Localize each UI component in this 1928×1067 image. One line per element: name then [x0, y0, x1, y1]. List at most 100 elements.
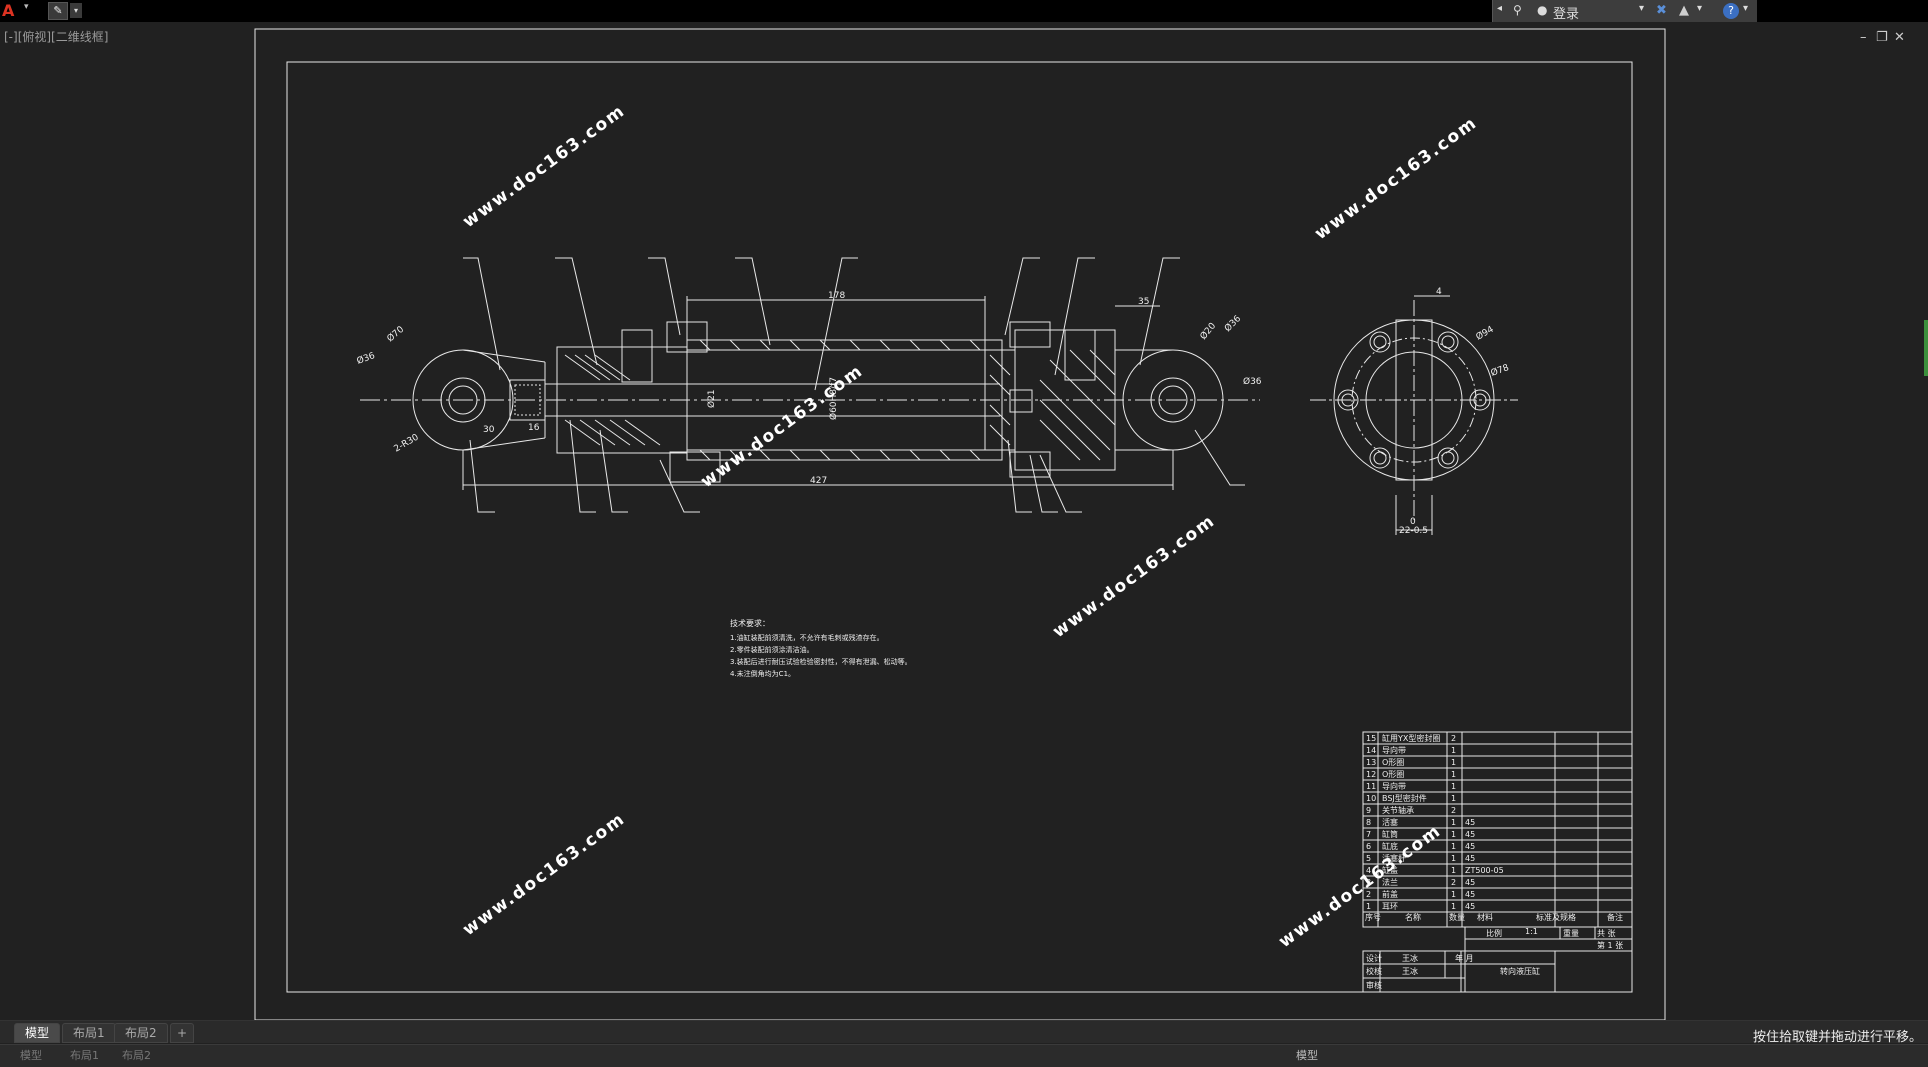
exchange-icon[interactable]: ✖ — [1656, 3, 1667, 18]
login-dropdown-icon[interactable]: ▾ — [1639, 3, 1645, 14]
check-label: 校核 — [1366, 966, 1382, 976]
quick-access-edit-icon[interactable]: ✎ — [48, 2, 68, 20]
model-space-button[interactable]: 模型 — [1296, 1049, 1318, 1062]
binoculars-icon[interactable]: ⚲ — [1513, 3, 1522, 17]
flange-side-view — [1310, 295, 1518, 535]
tech-line-1: 1.油缸装配前须清洗，不允许有毛刺或残渣存在。 — [730, 633, 884, 642]
bom-table — [1362, 731, 1633, 993]
tab-layout2[interactable]: 布局2 — [114, 1023, 168, 1043]
drawing-canvas[interactable]: 15缸用YX型密封圈214导向带113O形圈112O形圈111导向带110BSJ… — [0, 0, 1928, 1020]
dim-22: 22-0.5 — [1399, 526, 1428, 536]
quick-access-dropdown-icon[interactable]: ▾ — [70, 3, 82, 18]
bom-cell-no: 4 — [1366, 866, 1371, 875]
a360-icon[interactable]: ▲ — [1679, 3, 1689, 18]
bom-cell-mat: ZT500-05 — [1465, 866, 1504, 875]
bom-header-no: 序号 — [1365, 912, 1381, 922]
bom-cell-name: BSJ型密封件 — [1382, 793, 1427, 803]
bom-cell-no: 1 — [1366, 902, 1371, 911]
bom-cell-name: 活塞杆 — [1382, 853, 1406, 863]
watermarks: www.doc163.com www.doc163.com www.doc163… — [459, 101, 1481, 952]
bom-cell-qty: 1 — [1451, 770, 1456, 779]
a360-dropdown-icon[interactable]: ▾ — [1697, 3, 1703, 14]
dimension-lines — [462, 296, 1174, 490]
dim-0: 0 — [1410, 517, 1416, 527]
bom-cell-qty: 1 — [1451, 890, 1456, 899]
bom-cell-mat: 45 — [1465, 902, 1475, 911]
bom-cell-no: 5 — [1366, 854, 1371, 863]
dim-d36-right: Ø36 — [1222, 313, 1243, 334]
dim-427: 427 — [810, 476, 827, 486]
bom-cell-no: 15 — [1366, 734, 1376, 743]
bom-header-remark: 备注 — [1607, 912, 1623, 922]
bom-cell-no: 7 — [1366, 830, 1371, 839]
bom-cell-mat: 45 — [1465, 878, 1475, 887]
scroll-indicator[interactable] — [1924, 320, 1928, 376]
bom-cell-name: 缸用YX型密封圈 — [1382, 733, 1440, 743]
dim-d94: Ø94 — [1474, 324, 1496, 343]
add-layout-button[interactable]: + — [170, 1023, 195, 1043]
help-icon[interactable]: ? — [1723, 3, 1739, 19]
watermark-6: www.doc163.com — [1275, 821, 1445, 952]
dim-4: 4 — [1436, 287, 1442, 297]
restore-icon[interactable]: ❐ — [1876, 30, 1888, 45]
arrow-left-icon[interactable]: ◂ — [1497, 3, 1503, 14]
login-button[interactable]: 登录 — [1553, 7, 1580, 22]
dimension-texts: 178 35 427 30 16 Ø36 Ø70 Ø21 Ø60H8/f7 Ø2… — [355, 287, 1510, 536]
dim-d36-right-2: Ø36 — [1243, 376, 1262, 387]
bom-cell-no: 2 — [1366, 890, 1371, 899]
autocad-logo-icon[interactable]: A — [2, 1, 15, 20]
watermark-4: www.doc163.com — [1049, 511, 1219, 642]
tab-model[interactable]: 模型 — [14, 1023, 61, 1043]
ghost-tab-model: 模型 — [20, 1049, 42, 1062]
bom-cell-name: 耳环 — [1382, 902, 1398, 911]
app-menu-dropdown-icon[interactable]: ▾ — [24, 2, 29, 12]
bom-cell-name: 活塞 — [1382, 817, 1398, 827]
bom-cell-qty: 1 — [1451, 782, 1456, 791]
ghost-tab-layout1: 布局1 — [70, 1049, 99, 1062]
bom-cell-qty: 2 — [1451, 734, 1456, 743]
tech-line-4: 4.未注倒角均为C1。 — [730, 669, 795, 678]
bom-cell-qty: 1 — [1451, 854, 1456, 863]
sheet-number: 第 1 张 — [1597, 940, 1623, 950]
close-icon[interactable]: ✕ — [1894, 30, 1905, 45]
bom-cell-qty: 1 — [1451, 758, 1456, 767]
viewport-label[interactable]: [-][俯视][二维线框] — [4, 30, 109, 44]
bom-cell-no: 12 — [1366, 770, 1376, 779]
cylinder-barrel — [669, 339, 1003, 483]
bom-cell-no: 6 — [1366, 842, 1371, 851]
title-bar: A ▾ ✎ ▾ ◂ ⚲ ● 登录 ▾ ✖ ▲ ▾ ? ▾ — [0, 0, 1928, 22]
bom-cell-name: 缸筒 — [1382, 829, 1398, 839]
layout-tabs: 模型 布局1 布局2 + — [0, 1020, 1928, 1043]
dim-d21: Ø21 — [706, 389, 717, 408]
bom-cell-name: 缸底 — [1382, 841, 1398, 851]
bom-cell-no: 14 — [1366, 746, 1376, 755]
watermark-1: www.doc163.com — [459, 101, 629, 232]
scale-label: 比例 — [1486, 928, 1502, 938]
bom-cell-no: 9 — [1366, 806, 1371, 815]
help-dropdown-icon[interactable]: ▾ — [1743, 3, 1749, 14]
tab-layout1[interactable]: 布局1 — [62, 1023, 116, 1043]
minimize-icon[interactable]: – — [1860, 30, 1867, 45]
approve-label: 审核 — [1366, 980, 1382, 990]
tech-line-3: 3.装配后进行耐压试验检验密封性，不得有泄漏、松动等。 — [730, 657, 912, 666]
sheets-label: 共 张 — [1597, 929, 1616, 938]
user-icon: ● — [1537, 3, 1548, 17]
sheet-outer-border — [254, 28, 1666, 1020]
bom-cell-no: 3 — [1366, 878, 1371, 887]
check-name: 王冰 — [1402, 966, 1418, 976]
dim-2r30: 2-R30 — [393, 432, 421, 454]
bom-cell-name: 导向带 — [1382, 781, 1406, 791]
bom-cell-no: 13 — [1366, 758, 1376, 767]
bom-cell-qty: 2 — [1451, 806, 1456, 815]
bom-cell-name: 关节轴承 — [1382, 805, 1414, 815]
bom-cell-qty: 1 — [1451, 866, 1456, 875]
dim-d78: Ø78 — [1489, 362, 1510, 379]
watermark-5: www.doc163.com — [459, 809, 629, 940]
ghost-tab-layout2: 布局2 — [122, 1049, 151, 1062]
bom-cell-qty: 1 — [1451, 902, 1456, 911]
bom-cell-qty: 1 — [1451, 818, 1456, 827]
bom-cell-no: 11 — [1366, 782, 1376, 791]
login-bar: ◂ ⚲ ● 登录 ▾ ✖ ▲ ▾ ? ▾ — [1492, 0, 1757, 22]
bom-cell-mat: 45 — [1465, 818, 1475, 827]
tech-title: 技术要求： — [730, 618, 770, 628]
